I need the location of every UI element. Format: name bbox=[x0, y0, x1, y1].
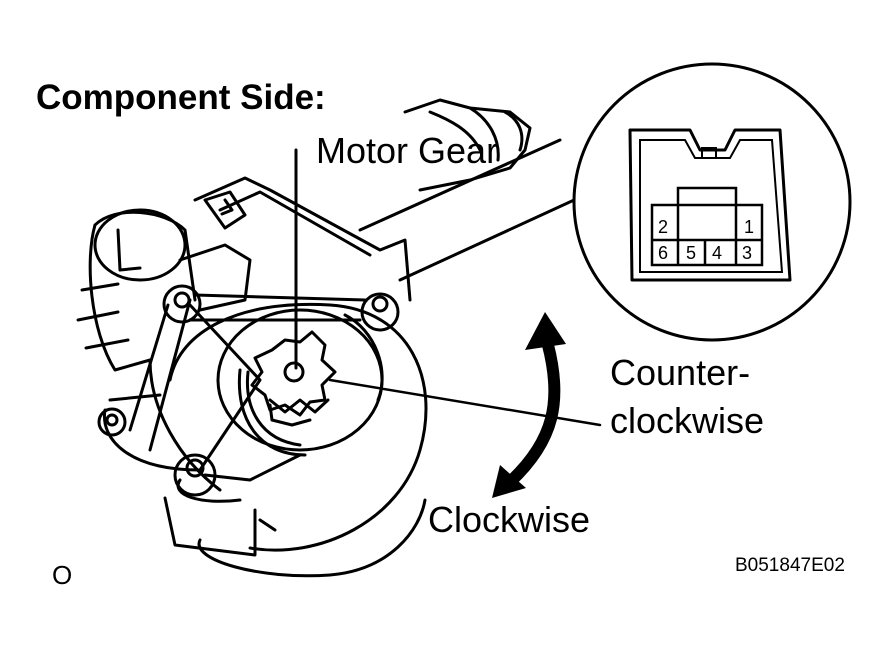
pin-6: 6 bbox=[658, 243, 668, 263]
connector-view: 2 1 6 5 4 3 bbox=[572, 62, 852, 342]
motor-gear bbox=[250, 330, 337, 427]
diagram-title: Component Side: bbox=[36, 78, 326, 117]
counterclockwise-arrowhead bbox=[525, 312, 566, 350]
pin-4: 4 bbox=[712, 243, 722, 263]
shaft-outline bbox=[358, 98, 587, 282]
bolt-top-left bbox=[162, 284, 202, 324]
pin-2: 2 bbox=[658, 217, 668, 237]
left-cylinder bbox=[76, 208, 252, 372]
counterclockwise-label-line1: Counter- bbox=[610, 352, 751, 393]
motor-gear-label: Motor Gear bbox=[316, 130, 499, 171]
bolt-bottom bbox=[173, 453, 217, 497]
corner-mark: O bbox=[52, 560, 73, 590]
figure-code: B051847E02 bbox=[735, 555, 845, 576]
pin-5: 5 bbox=[686, 243, 696, 263]
connector-pin-frame bbox=[650, 203, 764, 267]
bolt-left bbox=[97, 407, 127, 437]
counterclockwise-label-line2: clockwise bbox=[610, 400, 765, 441]
rotation-arrow bbox=[504, 339, 561, 488]
linkage-arms bbox=[128, 293, 367, 482]
clockwise-arrowhead bbox=[492, 465, 526, 498]
frame-outline bbox=[193, 176, 412, 302]
gear-housing bbox=[216, 308, 384, 457]
pin-1: 1 bbox=[744, 217, 754, 237]
clockwise-label: Clockwise bbox=[428, 499, 591, 540]
pin-3: 3 bbox=[742, 243, 752, 263]
bolt-top-right bbox=[360, 292, 400, 332]
